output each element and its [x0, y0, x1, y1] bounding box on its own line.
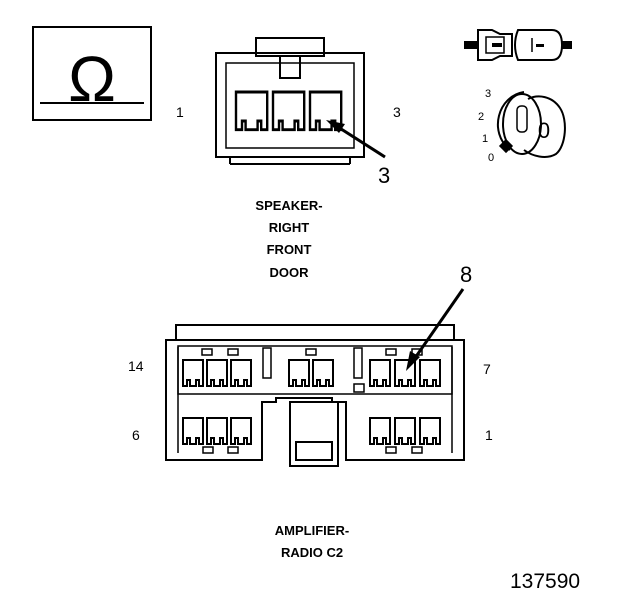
- speaker-pin-1-label: 1: [176, 104, 184, 120]
- amplifier-pin: [419, 417, 441, 445]
- amplifier-pin: [288, 359, 310, 387]
- amplifier-name-line-2: RADIO C2: [281, 545, 343, 560]
- amplifier-pin: [369, 417, 391, 445]
- connector-release-icon: [464, 29, 572, 61]
- speaker-name-line-3: FRONT: [267, 242, 312, 257]
- amplifier-pin: [182, 359, 204, 387]
- speaker-pin: [234, 90, 269, 132]
- figure-number: 137590: [510, 570, 580, 593]
- amplifier-pin: [312, 359, 334, 387]
- amplifier-pin: [230, 359, 252, 387]
- key-face-label: 0: [538, 118, 550, 143]
- amplifier-pin-7-label: 7: [483, 361, 491, 377]
- key-position-0: 0: [488, 152, 494, 164]
- speaker-pin: [271, 90, 306, 132]
- speaker-connector: [215, 37, 365, 165]
- amplifier-pin-14-label: 14: [128, 358, 144, 374]
- amplifier-pin-1-label: 1: [485, 427, 493, 443]
- amplifier-pin: [206, 359, 228, 387]
- omega-icon: Ω: [32, 26, 152, 121]
- speaker-callout-number: 3: [378, 163, 390, 188]
- key-position-1: 1: [482, 133, 488, 145]
- amplifier-pin-6-label: 6: [132, 427, 140, 443]
- amplifier-pin: [394, 417, 416, 445]
- amplifier-pin: [182, 417, 204, 445]
- key-position-2: 2: [478, 111, 484, 123]
- amplifier-callout-number: 8: [460, 262, 472, 287]
- amplifier-pin: [230, 417, 252, 445]
- omega-symbol: Ω: [68, 43, 116, 115]
- ignition-key-icon: [496, 91, 566, 158]
- speaker-name-line-2: RIGHT: [269, 220, 310, 235]
- speaker-name-line-1: SPEAKER-: [255, 198, 322, 213]
- amplifier-name-line-1: AMPLIFIER-: [275, 523, 349, 538]
- amplifier-pin: [206, 417, 228, 445]
- amplifier-connector: [165, 324, 465, 467]
- speaker-callout-arrow: [326, 120, 386, 159]
- amplifier-pin: [369, 359, 391, 387]
- key-position-3: 3: [485, 88, 491, 100]
- amplifier-callout-arrow: [406, 288, 465, 371]
- speaker-name-line-4: DOOR: [270, 265, 310, 280]
- speaker-pin-3-label: 3: [393, 104, 401, 120]
- amplifier-pin: [419, 359, 441, 387]
